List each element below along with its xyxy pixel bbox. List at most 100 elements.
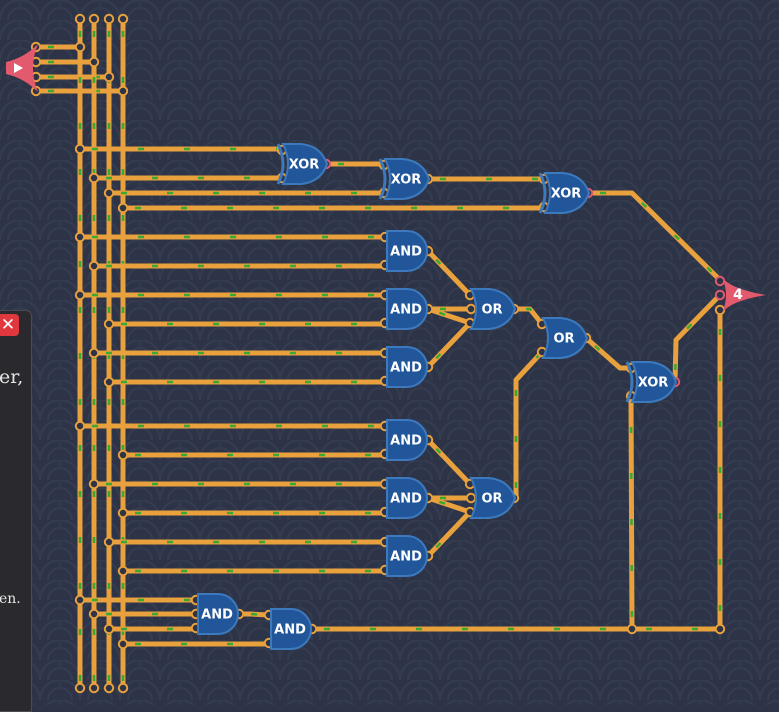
gate-or-2[interactable]: OR bbox=[541, 317, 589, 359]
gate-layer: XOR XOR XOR AND AND AND OR OR XOR AND AND AND OR AND A… bbox=[197, 143, 678, 650]
gate-label: AND bbox=[390, 434, 422, 449]
gate-back-arc bbox=[625, 361, 634, 403]
wire-node bbox=[103, 187, 115, 199]
wire bbox=[425, 320, 473, 370]
gate-back-arc bbox=[538, 172, 547, 214]
panel-text-fragment: er, bbox=[0, 366, 24, 388]
gate-body bbox=[197, 593, 239, 635]
gate-body bbox=[386, 230, 428, 272]
output-pin-body bbox=[722, 277, 766, 313]
wire-node bbox=[88, 608, 100, 620]
wire-node bbox=[714, 623, 726, 635]
wire-node bbox=[117, 507, 129, 519]
gate-label: XOR bbox=[391, 173, 422, 188]
wire bbox=[120, 509, 388, 516]
gate-label: AND bbox=[390, 303, 422, 318]
wire-node bbox=[117, 638, 129, 650]
gate-label: XOR bbox=[551, 187, 582, 202]
wire bbox=[323, 161, 388, 168]
wire-node bbox=[117, 13, 129, 25]
wire-signal bbox=[312, 310, 722, 631]
gate-or-3[interactable]: OR bbox=[469, 477, 517, 519]
gate-label: AND bbox=[390, 492, 422, 507]
wire bbox=[425, 437, 473, 487]
wire-node bbox=[103, 13, 115, 25]
wire-node bbox=[117, 682, 129, 694]
close-icon[interactable]: ✕ bbox=[0, 314, 19, 336]
wire-node bbox=[714, 304, 726, 316]
wire-node bbox=[74, 682, 86, 694]
wire-node bbox=[103, 318, 115, 330]
wire bbox=[425, 509, 473, 559]
gate-back-arc bbox=[378, 158, 387, 200]
gate-xor-1[interactable]: XOR bbox=[276, 143, 329, 185]
wire-node bbox=[117, 85, 129, 97]
gate-body bbox=[386, 477, 428, 519]
gate-and-2[interactable]: AND bbox=[386, 288, 428, 330]
wire-node bbox=[74, 289, 86, 301]
wire-node bbox=[88, 347, 100, 359]
gate-label: AND bbox=[201, 608, 233, 623]
wire-signal bbox=[514, 307, 543, 325]
gate-back-arc bbox=[276, 143, 285, 185]
gate-and-4[interactable]: AND bbox=[386, 419, 428, 461]
wire-node bbox=[74, 143, 86, 155]
wire bbox=[425, 248, 473, 298]
wire-node bbox=[74, 594, 86, 606]
wire bbox=[628, 393, 635, 632]
wire-node bbox=[103, 71, 115, 83]
wire-node bbox=[88, 172, 100, 184]
pin-layer: 4 bbox=[6, 44, 766, 313]
wire-node bbox=[714, 289, 726, 301]
gate-body bbox=[383, 158, 431, 200]
gate-body bbox=[469, 477, 517, 519]
gate-label: AND bbox=[390, 361, 422, 376]
wire bbox=[120, 451, 388, 458]
gate-label: AND bbox=[274, 623, 306, 638]
gate-label: OR bbox=[481, 492, 502, 507]
gate-body bbox=[469, 288, 517, 330]
wire-node bbox=[88, 478, 100, 490]
output-pin[interactable]: 4 bbox=[722, 277, 766, 313]
wire-node bbox=[88, 56, 100, 68]
wire-node bbox=[103, 623, 115, 635]
gate-label: XOR bbox=[289, 158, 320, 173]
wire-node bbox=[465, 492, 477, 504]
gate-and-8[interactable]: AND bbox=[270, 608, 312, 650]
gate-body bbox=[630, 361, 678, 403]
wire-signal bbox=[588, 191, 721, 281]
gate-label: AND bbox=[390, 550, 422, 565]
wire-signal bbox=[585, 337, 631, 370]
gate-and-6[interactable]: AND bbox=[386, 535, 428, 577]
gate-label: XOR bbox=[638, 376, 669, 391]
gate-body bbox=[541, 317, 589, 359]
wire-node bbox=[88, 682, 100, 694]
gate-body bbox=[386, 346, 428, 388]
gate-body bbox=[543, 172, 591, 214]
gate-and-5[interactable]: AND bbox=[386, 477, 428, 519]
gate-xor-4[interactable]: XOR bbox=[625, 361, 678, 403]
wire-node bbox=[74, 420, 86, 432]
gate-body bbox=[386, 419, 428, 461]
input-pin[interactable] bbox=[6, 44, 38, 92]
gate-and-1[interactable]: AND bbox=[386, 230, 428, 272]
wire-signal bbox=[514, 351, 543, 500]
gate-and-7[interactable]: AND bbox=[197, 593, 239, 635]
wire-node bbox=[117, 202, 129, 214]
side-panel: ✕ er, en. bbox=[0, 310, 32, 712]
gate-and-3[interactable]: AND bbox=[386, 346, 428, 388]
wire bbox=[77, 146, 285, 153]
gate-label: AND bbox=[390, 245, 422, 260]
wire-node bbox=[626, 623, 638, 635]
gate-label: OR bbox=[481, 303, 502, 318]
wire bbox=[120, 567, 388, 574]
panel-text-fragment: en. bbox=[0, 591, 21, 607]
wire-node bbox=[103, 682, 115, 694]
gate-xor-3[interactable]: XOR bbox=[538, 172, 591, 214]
wire-node bbox=[88, 13, 100, 25]
gate-xor-2[interactable]: XOR bbox=[378, 158, 431, 200]
gate-or-1[interactable]: OR bbox=[469, 288, 517, 330]
play-triangle-icon bbox=[14, 63, 23, 73]
wire-node bbox=[74, 231, 86, 243]
